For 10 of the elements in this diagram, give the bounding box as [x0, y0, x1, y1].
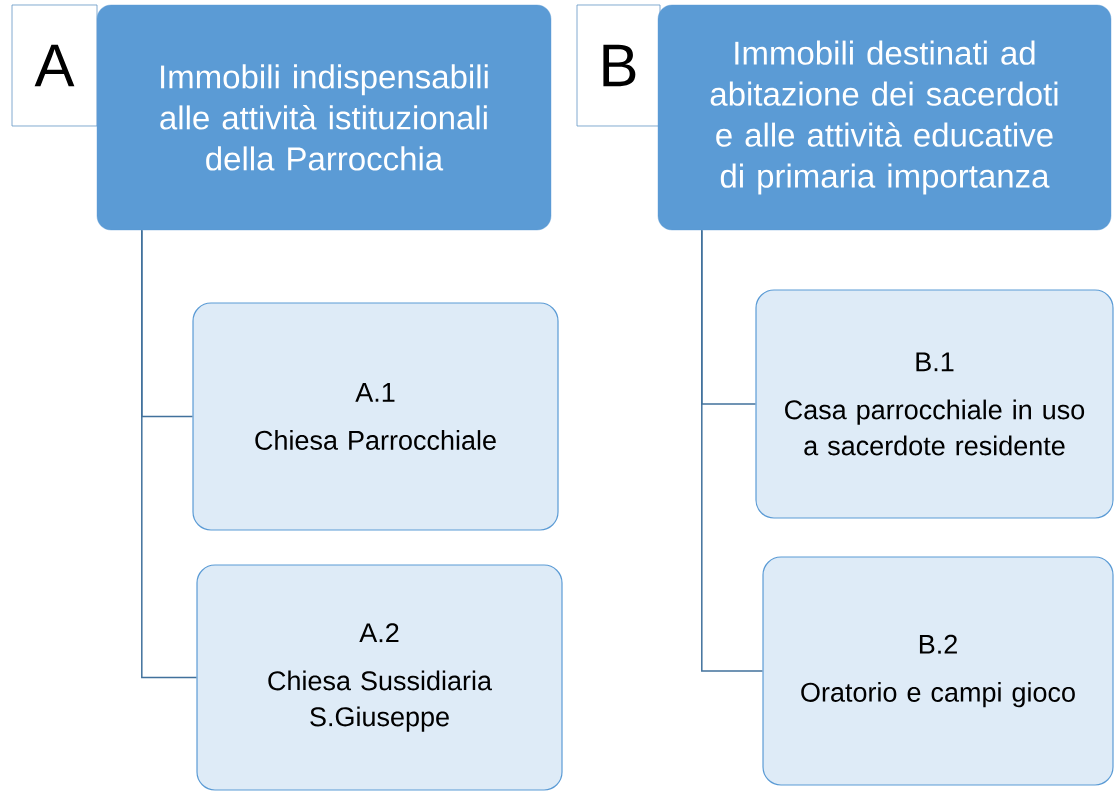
- letter-box: B: [576, 4, 661, 127]
- category-box: Immobili destinati ad abitazione dei sacerdoti e alle attività educative di primaria importanza: [657, 4, 1112, 231]
- letter-box: A: [11, 4, 98, 127]
- connector-line: [141, 229, 198, 679]
- category-box: Immobili indispensabili alle attività istituzionali della Parrocchia: [96, 4, 552, 231]
- item-box: B.1 Casa parrocchiale in uso a sacerdote residente: [755, 289, 1114, 519]
- item-box: B.2 Oratorio e campi gioco: [762, 556, 1114, 786]
- item-box: A.2 Chiesa Sussidiaria S.Giuseppe: [196, 564, 563, 791]
- connector-line: [701, 229, 764, 672]
- item-box: A.1 Chiesa Parrocchiale: [192, 302, 559, 531]
